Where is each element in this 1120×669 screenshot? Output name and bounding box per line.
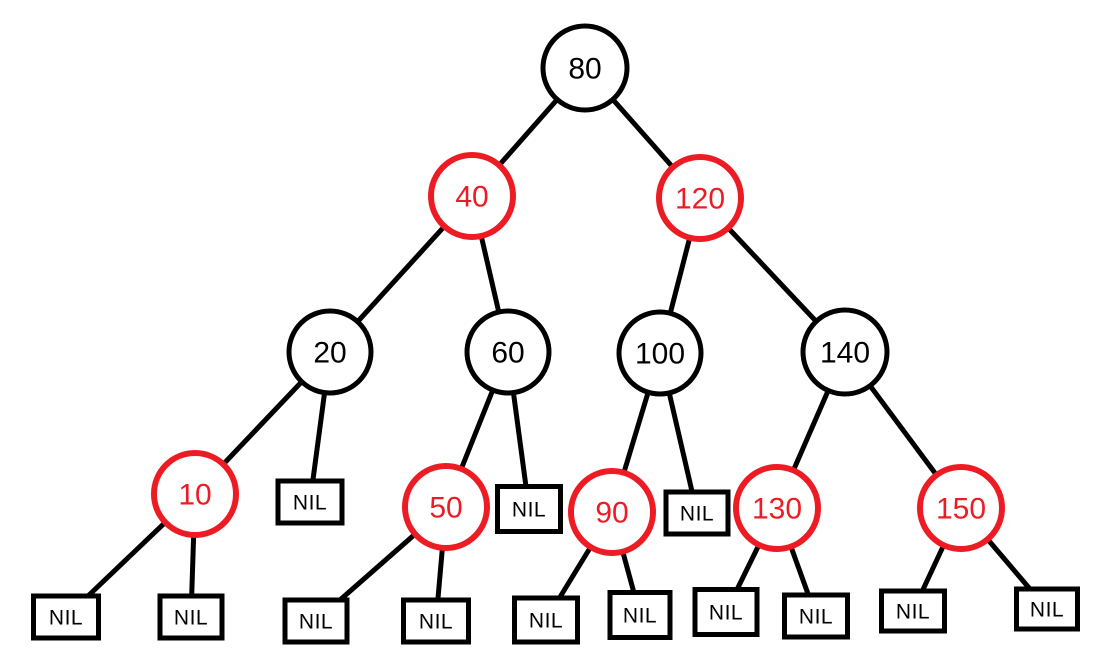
tree-node-n50 xyxy=(402,463,490,551)
tree-node-label-n80: 80 xyxy=(568,53,601,86)
tree-node-n10 xyxy=(151,450,239,538)
nil-label-nil-150-r: NIL xyxy=(1030,599,1064,622)
tree-node-label-n120: 120 xyxy=(675,183,725,216)
tree-node-n90 xyxy=(568,468,656,556)
tree-node-n100 xyxy=(616,309,704,397)
nil-box-nil-90-r xyxy=(607,590,673,640)
nil-box-nil-60-r xyxy=(495,484,563,534)
nil-label-nil-130-l: NIL xyxy=(709,602,743,625)
nil-box-nil-100-r xyxy=(663,489,731,537)
nil-box-nil-150-l xyxy=(879,588,947,634)
nil-label-nil-90-l: NIL xyxy=(529,610,563,633)
nil-box-nil-20-r xyxy=(275,478,345,526)
nil-box-nil-10-r xyxy=(157,593,225,641)
nil-label-nil-60-r: NIL xyxy=(512,499,546,522)
tree-node-label-n100: 100 xyxy=(635,338,685,371)
tree-node-label-n40: 40 xyxy=(455,181,488,214)
nil-label-nil-50-r: NIL xyxy=(419,611,453,634)
nil-box-nil-130-l xyxy=(692,587,760,637)
tree-node-label-n10: 10 xyxy=(178,479,211,512)
tree-node-n140 xyxy=(800,307,890,397)
nil-label-nil-50-l: NIL xyxy=(299,611,333,634)
nil-label-nil-20-r: NIL xyxy=(293,492,327,515)
tree-node-n150 xyxy=(917,464,1005,552)
nil-box-nil-150-r xyxy=(1014,586,1080,632)
tree-node-label-n20: 20 xyxy=(313,337,346,370)
tree-node-label-n140: 140 xyxy=(820,337,870,370)
nil-box-nil-10-l xyxy=(31,593,101,641)
tree-node-n80 xyxy=(540,23,630,113)
nil-label-nil-90-r: NIL xyxy=(623,605,657,628)
nil-box-nil-130-r xyxy=(782,592,850,640)
tree-node-label-n90: 90 xyxy=(595,497,628,530)
tree-node-n20 xyxy=(286,308,374,396)
tree-node-label-n60: 60 xyxy=(491,337,524,370)
tree-node-n130 xyxy=(733,464,821,552)
nil-label-nil-10-r: NIL xyxy=(174,607,208,630)
nil-label-nil-130-r: NIL xyxy=(799,606,833,629)
tree-node-label-n50: 50 xyxy=(429,492,462,525)
nil-label-nil-100-r: NIL xyxy=(680,503,714,526)
nil-label-nil-10-l: NIL xyxy=(49,607,83,630)
nil-box-nil-90-l xyxy=(512,595,580,645)
tree-node-label-n130: 130 xyxy=(752,493,802,526)
nil-label-nil-150-l: NIL xyxy=(896,601,930,624)
tree-node-label-n150: 150 xyxy=(936,493,986,526)
tree-node-n120 xyxy=(656,154,744,242)
nil-box-nil-50-r xyxy=(401,597,471,645)
nil-box-nil-50-l xyxy=(282,597,350,645)
tree-node-n40 xyxy=(428,152,516,240)
tree-node-n60 xyxy=(464,308,552,396)
